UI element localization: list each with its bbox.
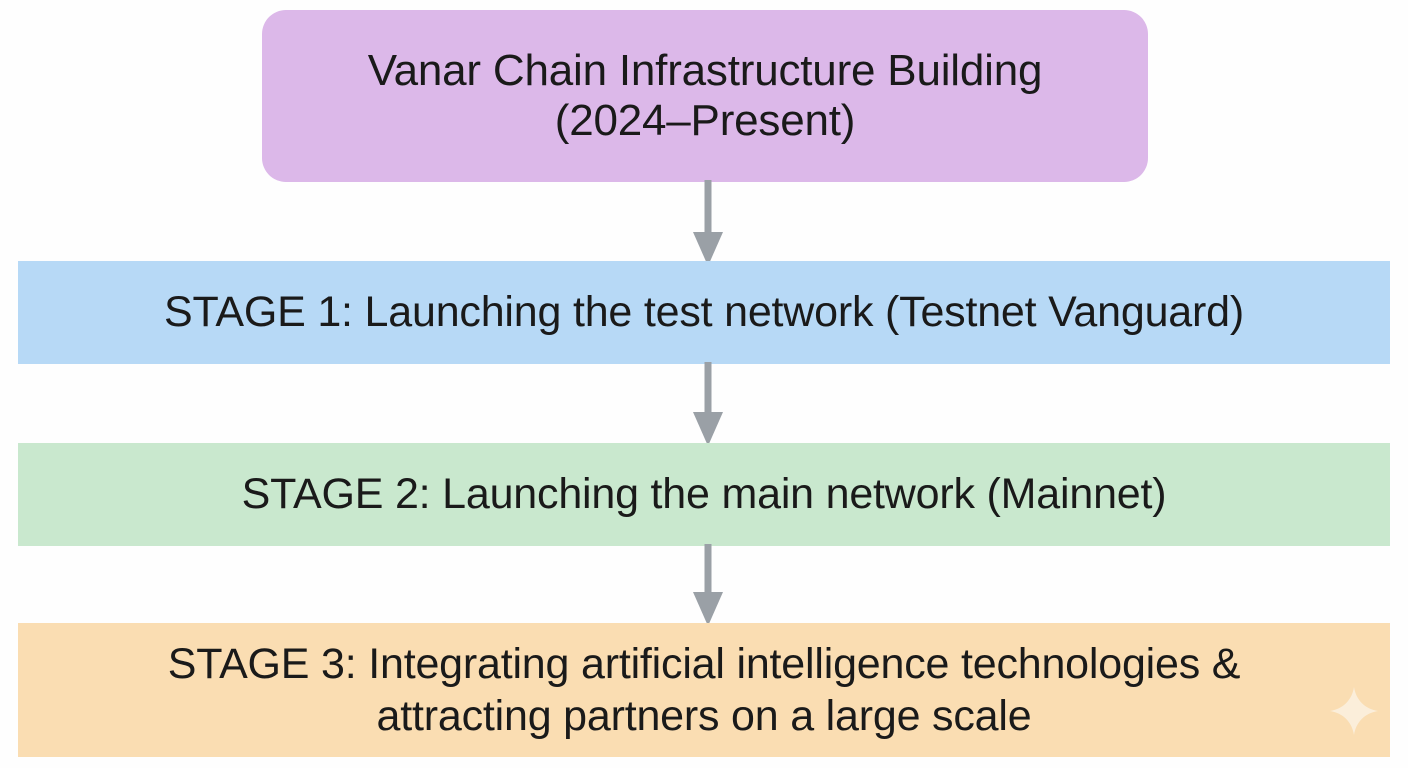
node-stage-3-label: STAGE 3: Integrating artificial intellig… xyxy=(167,639,1241,740)
node-root-label: Vanar Chain Infrastructure Building (202… xyxy=(367,45,1043,145)
node-stage-1[interactable]: STAGE 1: Launching the test network (Tes… xyxy=(18,261,1390,364)
connector-stage-2-to-stage-3 xyxy=(690,544,726,626)
node-root-vanar-chain-infrastructure[interactable]: Vanar Chain Infrastructure Building (202… xyxy=(262,10,1148,182)
connector-root-to-stage-1 xyxy=(690,180,726,266)
connector-stage-1-to-stage-2 xyxy=(690,362,726,446)
node-stage-1-label: STAGE 1: Launching the test network (Tes… xyxy=(164,287,1244,336)
node-stage-2[interactable]: STAGE 2: Launching the main network (Mai… xyxy=(18,443,1390,546)
node-stage-2-label: STAGE 2: Launching the main network (Mai… xyxy=(241,469,1167,518)
node-stage-3[interactable]: STAGE 3: Integrating artificial intellig… xyxy=(18,623,1390,757)
sparkle-icon xyxy=(1329,686,1379,736)
